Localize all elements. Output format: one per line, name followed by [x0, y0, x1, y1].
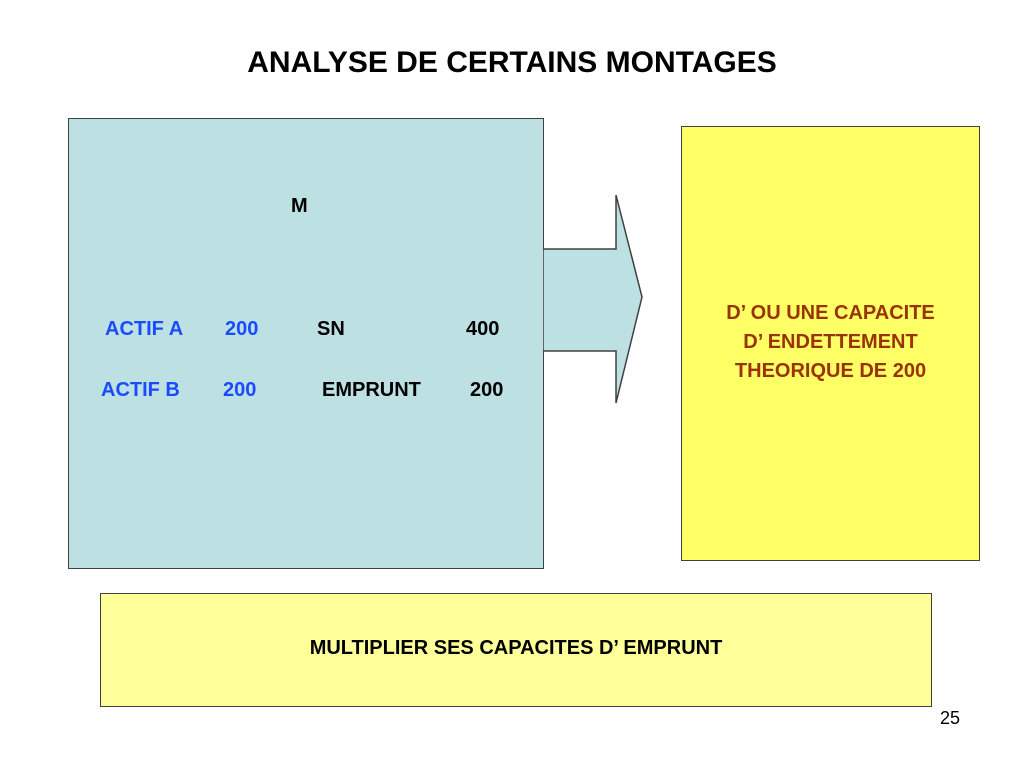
balance-sheet-box [68, 118, 544, 569]
liability-sn-value: 400 [466, 318, 500, 340]
right-arrow-icon [543, 194, 643, 404]
conclusion-box [100, 593, 932, 707]
capacity-text: D’ OU UNE CAPACITE D’ ENDETTEMENT THEORI… [681, 299, 980, 386]
liability-loan-value: 200 [470, 379, 504, 401]
capacity-line: D’ OU UNE CAPACITE [726, 302, 935, 324]
slide-title: ANALYSE DE CERTAINS MONTAGES [247, 46, 777, 79]
asset-a-value: 200 [225, 318, 259, 340]
liability-loan-label: EMPRUNT [322, 379, 421, 401]
entity-label: M [291, 195, 308, 217]
asset-a-label: ACTIF A [105, 318, 184, 340]
capacity-line: D’ ENDETTEMENT [743, 331, 918, 353]
capacity-line: THEORIQUE DE 200 [734, 360, 927, 382]
asset-b-value: 200 [223, 379, 257, 401]
asset-b-label: ACTIF B [101, 379, 180, 401]
capacity-box [681, 126, 980, 561]
page-number: 25 [940, 708, 961, 728]
liability-sn-label: SN [317, 318, 345, 340]
conclusion-text: MULTIPLIER SES CAPACITES D’ EMPRUNT [309, 637, 723, 659]
